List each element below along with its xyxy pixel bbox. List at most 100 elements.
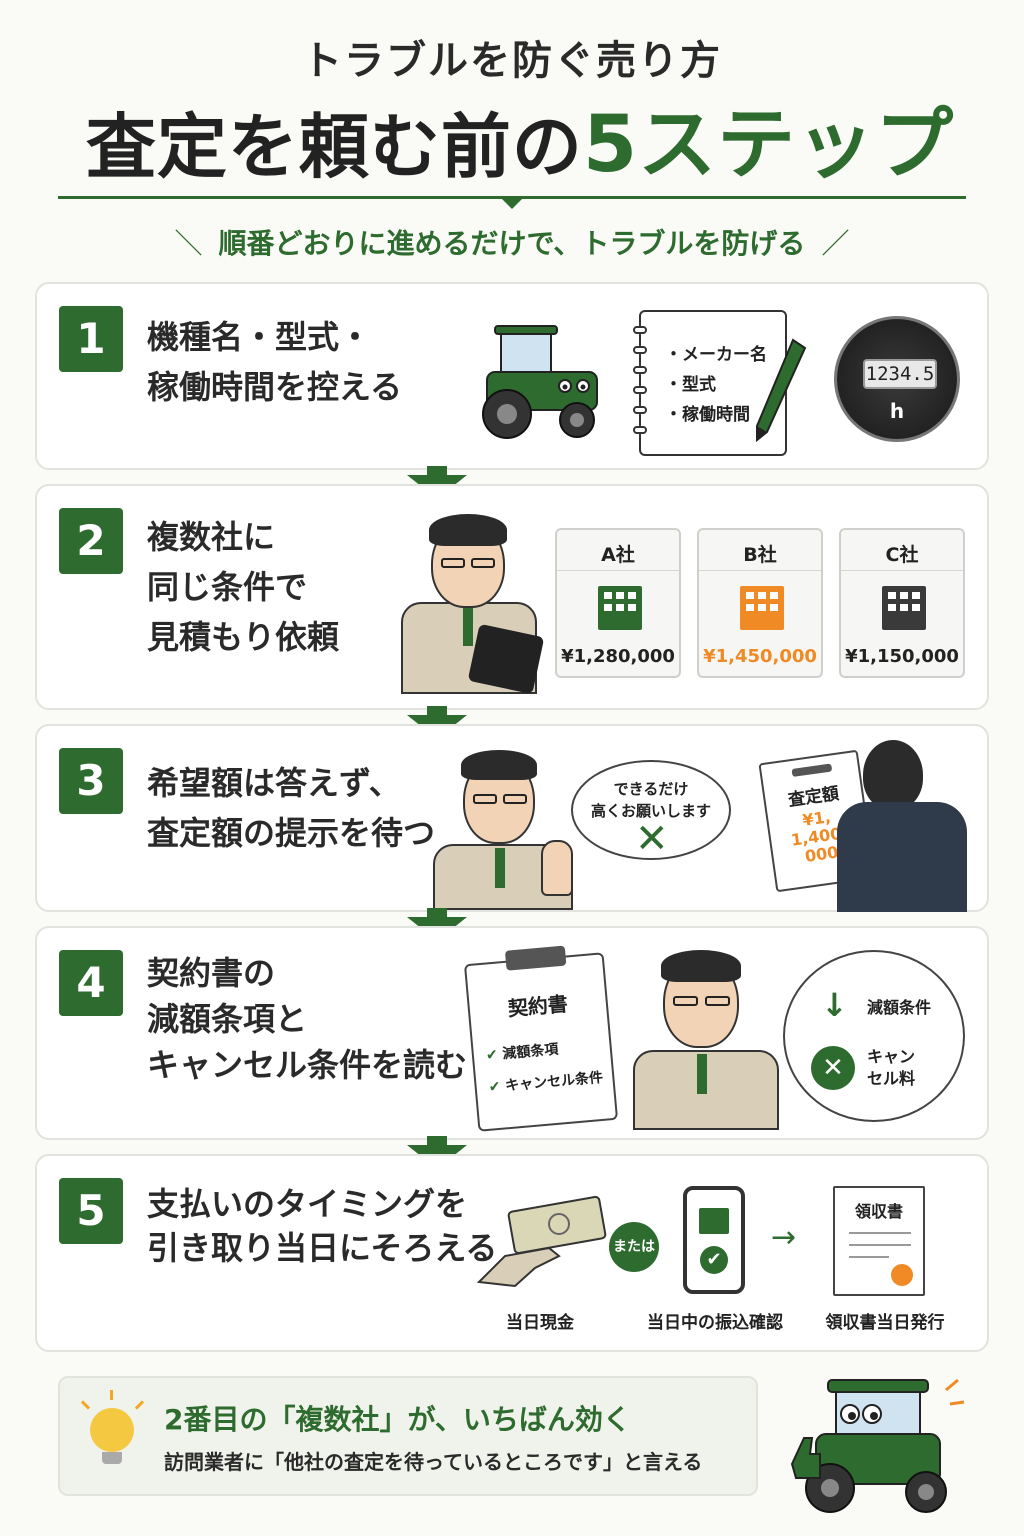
notebook-ring — [633, 406, 647, 414]
notebook-item: ・型式 — [665, 375, 716, 395]
check-icon: ✔ — [488, 1078, 502, 1096]
glasses — [673, 996, 698, 1006]
check-circle-icon: ✔ — [700, 1246, 728, 1274]
company-price: ¥1,150,000 — [845, 646, 959, 667]
notebook-ring — [633, 326, 647, 334]
step-text: 希望額は答えず、 査定額の提示を待つ — [147, 758, 435, 858]
smartphone-icon: ✔ — [683, 1186, 745, 1294]
step-text-line: 見積もり依頼 — [147, 618, 340, 656]
step-text: 契約書の 減額条項と キャンセル条件を読む — [147, 950, 467, 1088]
step-text-line: 希望額は答えず、 — [147, 764, 401, 802]
glasses — [441, 558, 465, 568]
step-number: 5 — [59, 1178, 123, 1244]
hour-meter-value: 1234.5 — [863, 359, 937, 389]
agent-illustration — [401, 506, 545, 696]
glasses — [503, 794, 527, 804]
step-text-line: 査定額の提示を待つ — [147, 814, 436, 852]
step-number: 2 — [59, 508, 123, 574]
tip-box: 2番目の「複数社」が、いちばん効く 訪問業者に「他社の査定を待っているところです… — [58, 1376, 758, 1496]
company-name: A社 — [601, 544, 635, 566]
building-icon — [740, 586, 784, 630]
step-text: 支払いのタイミングを 引き取り当日にそろえる — [147, 1182, 497, 1270]
contract-clipboard: 契約書 ✔ 減額条項 ✔ キャンセル条件 — [463, 945, 619, 1132]
bubble-item: 減額条件 — [867, 998, 932, 1017]
tractor-icon — [482, 325, 598, 439]
hour-meter: 1234.5 h — [834, 316, 960, 442]
clipboard-clip — [504, 945, 567, 971]
clipboard-item: ✔ キャンセル条件 — [488, 1067, 604, 1097]
step-card-5: 5 支払いのタイミングを 引き取り当日にそろえる または ✔ → 領収書 当日現… — [35, 1154, 989, 1352]
header: トラブルを防ぐ売り方 査定を頼む前の5ステップ ＼順番どおりに進めるだけで、トラ… — [0, 0, 1024, 270]
company-divider — [557, 570, 679, 571]
company-name: C社 — [885, 544, 919, 566]
title-prefix: 査定を頼む前の — [85, 106, 583, 188]
clipboard-item: ✔ 減額条項 — [485, 1039, 559, 1065]
glasses — [471, 558, 495, 568]
pen-icon — [756, 338, 807, 443]
building-icon — [882, 586, 926, 630]
receipt-title: 領収書 — [854, 1202, 903, 1221]
lightbulb-icon — [90, 1408, 134, 1452]
step-text-line: 機種名・型式・ — [147, 318, 372, 356]
step-card-2: 2 複数社に 同じ条件で 見積もり依頼 A社 ¥1,280,000 B社 ¥1,… — [35, 484, 989, 710]
step-text: 機種名・型式・ 稼働時間を控える — [147, 312, 402, 412]
clipboard-item-label: キャンセル条件 — [504, 1069, 604, 1095]
caption: 当日現金 — [506, 1313, 574, 1333]
flow-arrow-stem — [427, 908, 447, 918]
tie — [697, 1054, 707, 1094]
x-mark-icon: ✕ — [635, 816, 669, 862]
tip-headline: 2番目の「複数社」が、いちばん効く — [164, 1403, 631, 1436]
hair — [661, 950, 741, 982]
building-icon — [598, 586, 642, 630]
step-text-line: 複数社に — [147, 518, 276, 556]
notebook-ring — [633, 346, 647, 354]
receipt-line — [849, 1256, 889, 1258]
flow-arrow-stem — [427, 706, 447, 716]
step-text-line: 引き取り当日にそろえる — [147, 1229, 498, 1267]
customer-body — [837, 802, 967, 912]
light-ray — [110, 1390, 113, 1400]
glasses — [473, 794, 497, 804]
notebook-item: ・稼働時間 — [665, 405, 750, 425]
tagline: ＼順番どおりに進めるだけで、トラブルを防げる／ — [0, 222, 1024, 262]
customer-head — [863, 740, 923, 810]
cash-hand-icon — [476, 1196, 607, 1288]
customer-illustration — [827, 740, 967, 914]
light-ray — [80, 1400, 91, 1410]
raised-hand-icon — [541, 840, 573, 896]
cancel-x-icon: ✕ — [811, 1046, 855, 1090]
company-price: ¥1,280,000 — [561, 646, 675, 667]
bubble-line: 高くお願いします — [590, 802, 711, 820]
light-ray — [134, 1400, 145, 1410]
stamp-icon — [891, 1264, 913, 1286]
receipt-line — [849, 1244, 911, 1246]
notebook-ring — [633, 366, 647, 374]
step-text-line: 支払いのタイミングを — [147, 1185, 468, 1223]
step-card-3: 3 希望額は答えず、 査定額の提示を待つ できるだけ 高くお願いします ✕ 査定… — [35, 724, 989, 912]
company-card-c: C社 ¥1,150,000 — [839, 528, 965, 678]
bank-icon — [699, 1208, 729, 1234]
step-text-line: 減額条項と — [147, 1000, 308, 1038]
page-title: 査定を頼む前の5ステップ — [60, 82, 980, 194]
agent-thinking-illustration — [633, 942, 783, 1132]
company-name: B社 — [743, 544, 777, 566]
notebook-item: ・メーカー名 — [665, 345, 767, 365]
tagline-slash-right: ／ — [821, 227, 850, 260]
step-number: 1 — [59, 306, 123, 372]
or-badge: または — [609, 1222, 659, 1272]
step-number: 4 — [59, 950, 123, 1016]
step-number: 3 — [59, 748, 123, 814]
step-text-line: 同じ条件で — [147, 568, 308, 606]
glasses — [705, 996, 730, 1006]
step-card-4: 4 契約書の 減額条項と キャンセル条件を読む 契約書 ✔ 減額条項 ✔ キャン… — [35, 926, 989, 1140]
company-divider — [841, 570, 963, 571]
tractor-thumbs-up-icon — [790, 1378, 965, 1513]
hair — [429, 514, 507, 546]
step-card-1: 1 機種名・型式・ 稼働時間を控える ・メーカー名 ・型式 ・稼働時間 1234… — [35, 282, 989, 470]
step-text-line: キャンセル条件を読む — [147, 1046, 468, 1084]
receipt-icon: 領収書 — [833, 1186, 925, 1296]
tagline-slash-left: ＼ — [174, 227, 203, 260]
tie — [463, 606, 473, 646]
step-text: 複数社に 同じ条件で 見積もり依頼 — [147, 512, 339, 662]
sub-title: トラブルを防ぐ売り方 — [302, 38, 722, 84]
